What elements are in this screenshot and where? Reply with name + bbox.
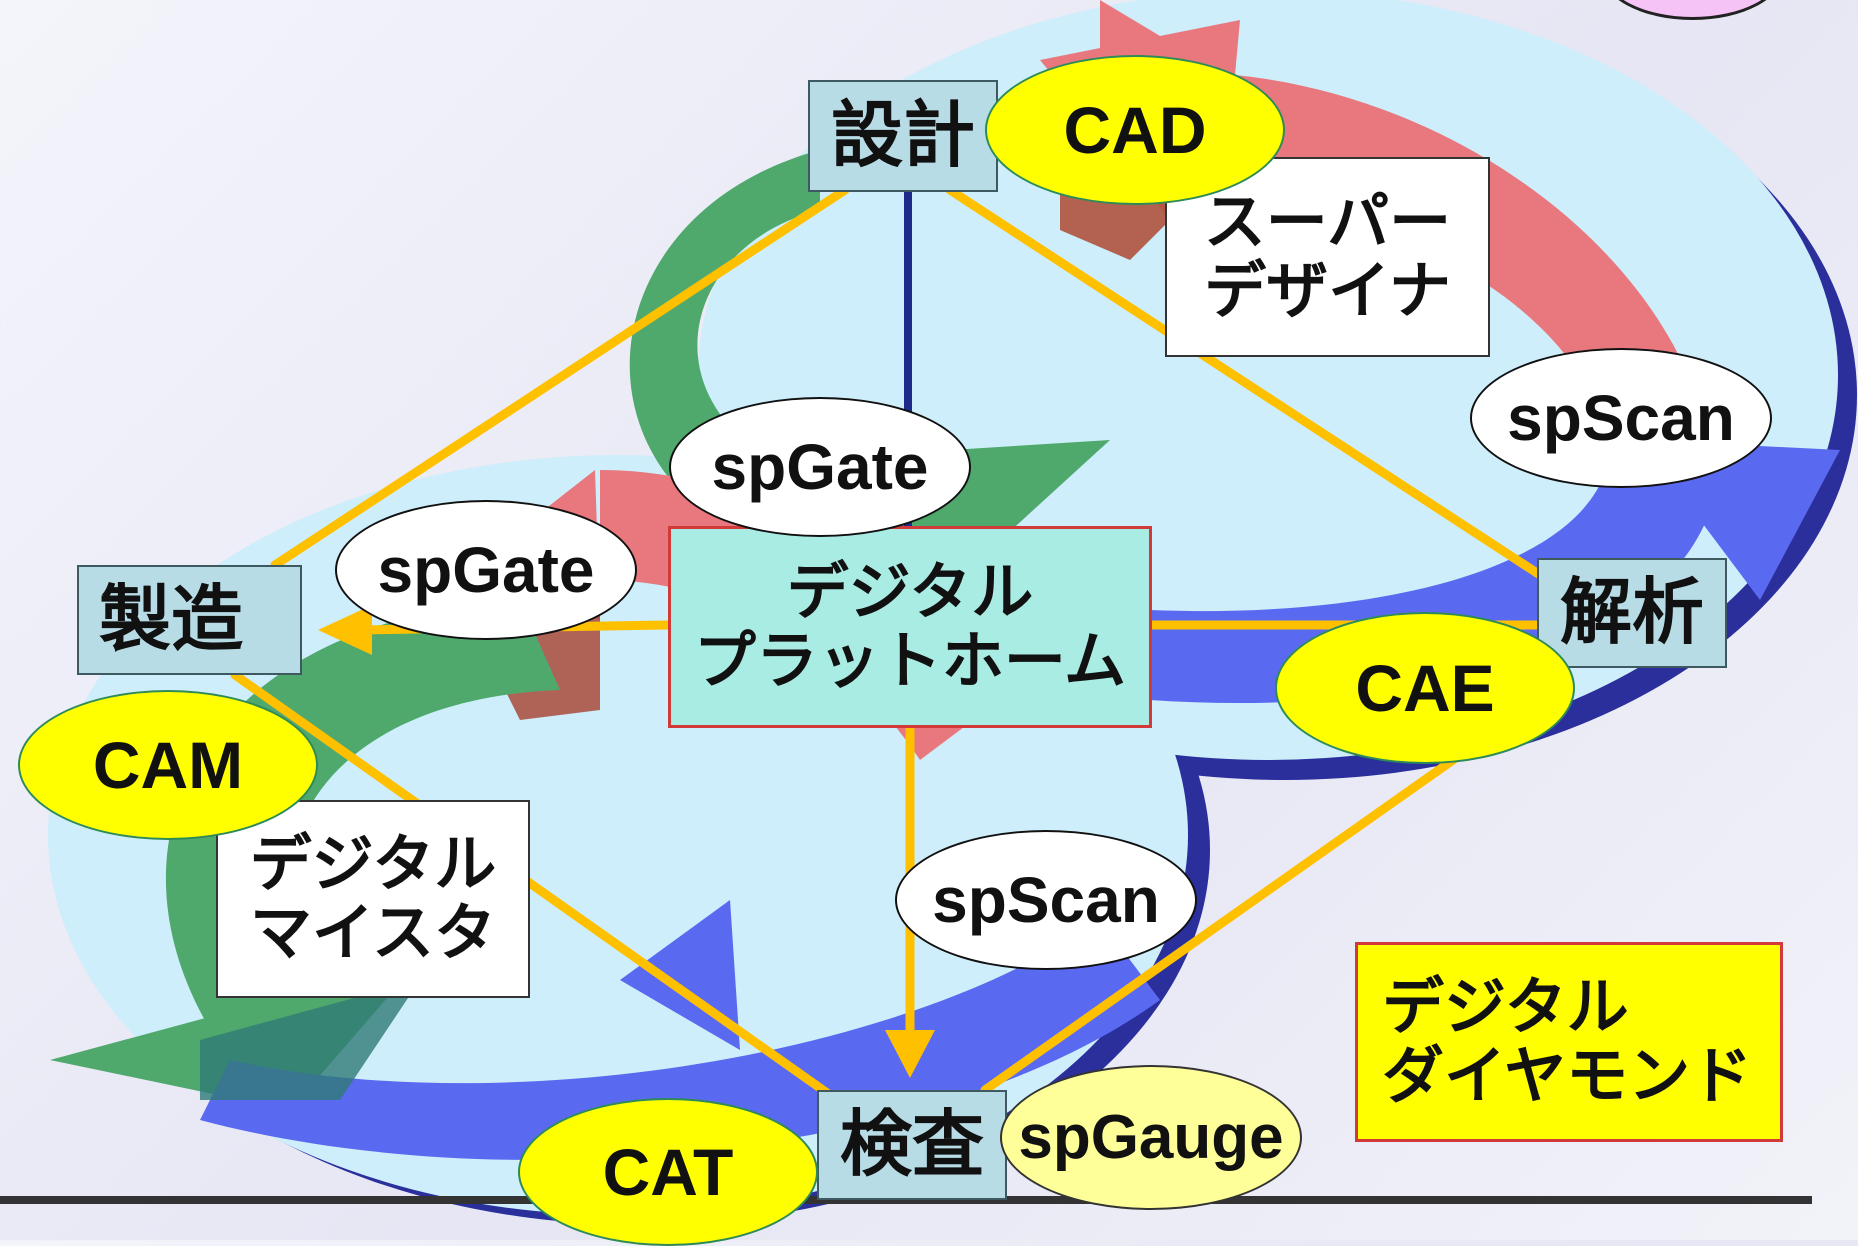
digital-meister-label: デジタル マイスタ	[216, 800, 530, 998]
super-designer-line2: デザイナ	[1204, 257, 1451, 326]
module-spgauge[interactable]: spGauge	[1000, 1065, 1302, 1210]
digital-meister-line1: デジタル	[249, 829, 497, 899]
diamond-line-analysis-inspection	[980, 750, 1465, 1095]
arrowhead-to-inspection	[885, 1030, 935, 1078]
digital-platform-line1: デジタル	[786, 557, 1034, 627]
lower-teal-shadow	[200, 980, 420, 1100]
node-inspection[interactable]: 検査	[817, 1090, 1007, 1200]
diamond-line-design-analysis	[945, 185, 1545, 580]
arrowhead-to-manufacture	[318, 605, 372, 655]
node-design[interactable]: 設計	[808, 80, 998, 192]
node-analysis[interactable]: 解析	[1537, 558, 1727, 668]
tool-cat[interactable]: CAT	[518, 1098, 818, 1246]
diamond-line-design-manufacture	[270, 185, 850, 570]
module-spgate-top[interactable]: spGate	[669, 397, 971, 537]
tool-cad[interactable]: CAD	[985, 55, 1285, 205]
diamond-line-manufacture-inspection	[230, 670, 835, 1100]
digital-diamond-legend: デジタル ダイヤモンド	[1355, 942, 1783, 1142]
legend-line2: ダイヤモンド	[1382, 1042, 1753, 1111]
digital-platform-line2: プラットホーム	[693, 627, 1127, 696]
module-spgate-left[interactable]: spGate	[335, 500, 637, 640]
super-designer-line1: スーパー	[1203, 187, 1452, 257]
tool-cae[interactable]: CAE	[1275, 612, 1575, 764]
digital-platform[interactable]: デジタル プラットホーム	[668, 526, 1152, 728]
module-spscan-bottom[interactable]: spScan	[895, 830, 1197, 970]
digital-meister-line2: マイスタ	[249, 899, 497, 968]
legend-line1: デジタル	[1382, 972, 1629, 1042]
module-spscan-right[interactable]: spScan	[1470, 348, 1772, 488]
node-manufacture[interactable]: 製造	[77, 565, 302, 675]
tool-cam[interactable]: CAM	[18, 690, 318, 840]
